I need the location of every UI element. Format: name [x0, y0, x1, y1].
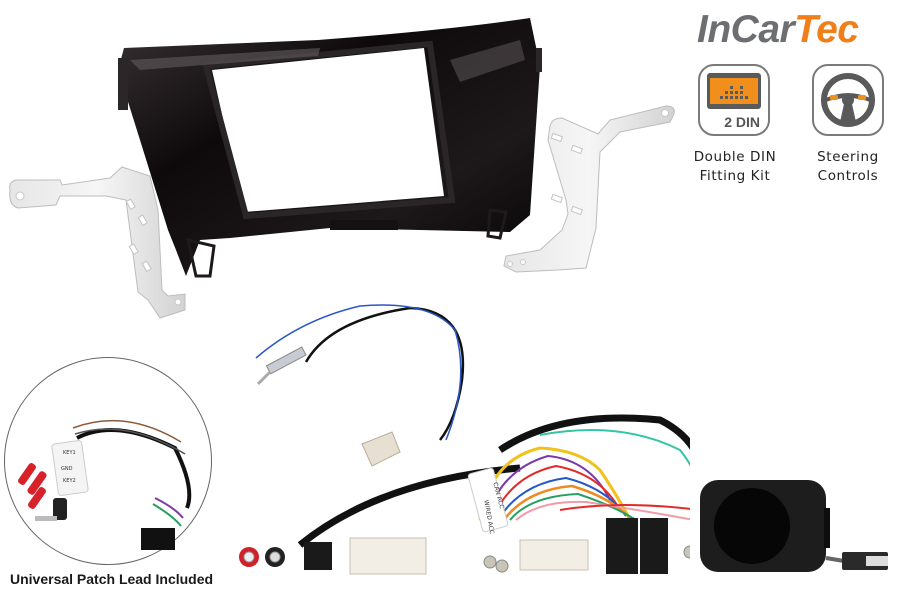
brand-name-part1: InCar [697, 8, 795, 51]
feature-label-steering: Steering Controls [817, 149, 879, 184]
double-din-fascia [118, 18, 542, 278]
patch-lead-inset: KEY1 GND KEY2 [4, 357, 212, 565]
svg-text:GND: GND [61, 466, 73, 472]
double-din-icon: 2 DIN [698, 64, 770, 136]
din-badge: 2 DIN [724, 114, 760, 130]
svg-text:KEY1: KEY1 [63, 450, 76, 456]
brand-name-part2: Tec [794, 8, 859, 51]
steering-wheel-icon [812, 64, 884, 136]
left-mounting-bracket [9, 166, 186, 319]
patch-lead-caption: Universal Patch Lead Included [10, 571, 214, 587]
feature-label-double-din: Double DIN Fitting Kit [693, 149, 777, 184]
antenna-adapter-lead [255, 304, 465, 467]
steering-interface-box [700, 480, 888, 572]
oem-connectors [349, 518, 690, 575]
product-illustration: CAN ACC WIRED ACC [9, 18, 690, 575]
steering-control-harness: CAN ACC WIRED ACC [297, 414, 690, 548]
svg-text:KEY2: KEY2 [63, 478, 76, 484]
brand-logo: InCarTec [697, 8, 859, 51]
rca-connectors [239, 542, 332, 570]
right-mounting-bracket [503, 105, 675, 273]
